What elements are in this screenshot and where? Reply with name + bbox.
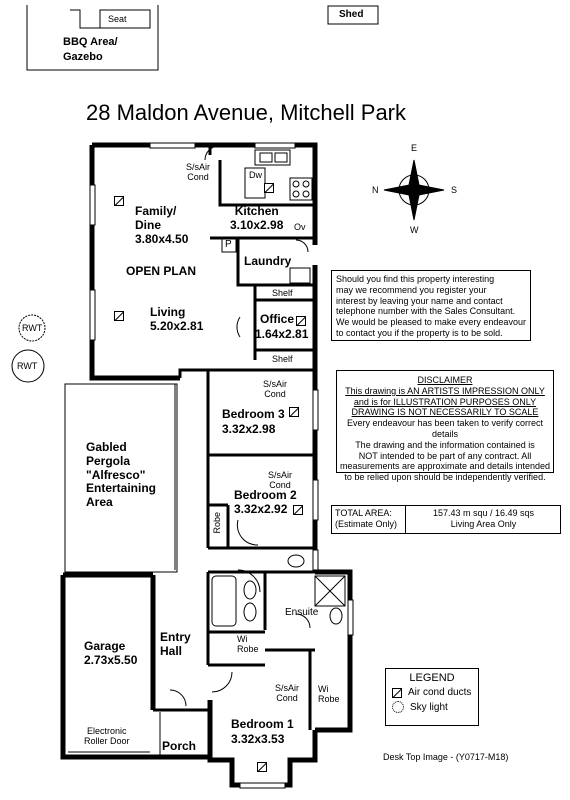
bedroom-1-dims: 3.32x3.53 [231,732,285,746]
bedroom-3-label: Bedroom 3 [222,407,285,421]
bedroom-1-label: Bedroom 1 [231,717,294,731]
estimate-only-label: (Estimate Only) [335,518,398,529]
compass-e: E [411,143,418,153]
living-area-note: Living Area Only [450,518,517,529]
air-duct-icon [257,762,267,772]
ensuite-label: Ensuite [285,607,319,618]
shelf-label-2: Shelf [272,354,293,364]
shed-label: Shed [339,9,364,20]
legend-item-air-cond: Air cond ducts [408,687,472,698]
bedroom-2-label: Bedroom 2 [234,488,297,502]
legend-title: LEGEND [409,672,455,684]
total-area-value: 157.43 m squ / 16.49 sqs [432,508,535,518]
air-duct-icon [293,505,303,515]
rwt-label-2: RWT [17,361,38,371]
air-duct-icon [114,196,124,206]
open-plan-label: OPEN PLAN [126,264,197,278]
skylight-icon [392,701,404,713]
bedroom-2-dims: 3.32x2.92 [234,502,288,516]
total-area-label: TOTAL AREA: [335,508,392,518]
compass-n: N [372,185,379,195]
laundry-label: Laundry [244,254,292,268]
total-area-box: TOTAL AREA: (Estimate Only) 157.43 m squ… [331,505,561,534]
shelf-label-1: Shelf [272,288,293,298]
legend-item-sky-light: Sky light [410,701,448,713]
compass-rose [383,159,445,221]
robe-label: Robe [212,512,222,534]
compass-s: S [451,185,458,195]
air-duct-icon [289,407,299,417]
footer-ref: Desk Top Image - (Y0717-M18) [383,752,509,762]
rwt-label-1: RWT [22,323,43,333]
legend-box: LEGEND Air cond ducts Sky light [385,668,479,726]
gazebo-label: Gazebo [63,51,103,63]
oven-label: Ov [294,222,306,232]
compass-w: W [410,225,419,235]
air-duct-icon [296,316,306,326]
bbq-label: BBQ Area/ [63,36,118,48]
porch-label: Porch [162,739,197,753]
office-label: Office [260,312,295,326]
pantry-label: P [225,239,232,250]
interest-notice: Should you find this property interestin… [331,270,531,341]
air-duct-icon [114,311,124,321]
air-duct-icon [392,687,402,698]
air-duct-icon [264,183,274,193]
seat-label: Seat [108,14,127,24]
office-dims: 1.64x2.81 [255,327,309,341]
page-title: 28 Maldon Avenue, Mitchell Park [86,100,406,125]
disclaimer-box: DISCLAIMER This drawing is AN ARTISTS IM… [336,370,554,482]
bedroom-3-dims: 3.32x2.98 [222,422,276,436]
dishwasher-label: Dw [249,170,262,180]
